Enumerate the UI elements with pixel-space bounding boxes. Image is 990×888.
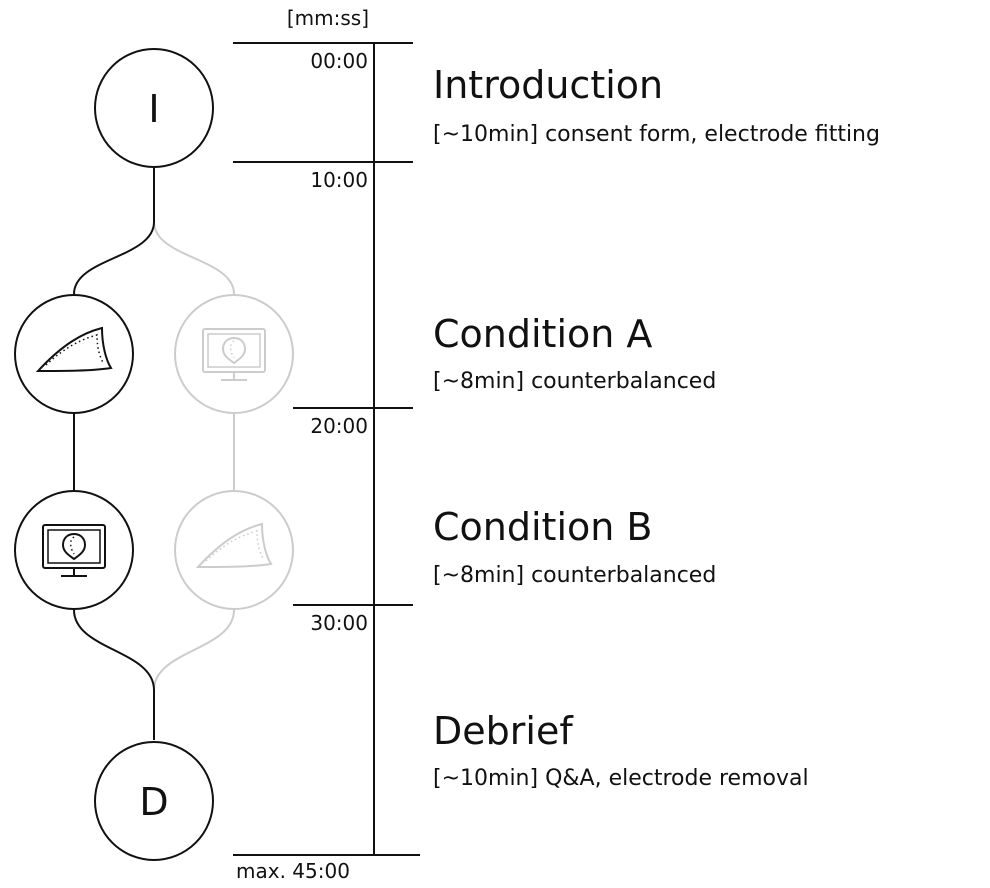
alternate-path-connector [153, 221, 235, 691]
phase-title-condition-b: Condition B [433, 505, 653, 549]
introduction-node: I [94, 48, 214, 168]
timeline-tick-label: 00:00 [310, 49, 368, 73]
timeline-unit-label: [mm:ss] [286, 6, 369, 30]
condition-b-node [14, 490, 134, 610]
phase-title-introduction: Introduction [433, 63, 664, 107]
debrief-node-letter: D [139, 780, 168, 824]
phase-description-condition-b: [~8min] counterbalanced [433, 563, 717, 588]
timeline-max-label: max. 45:00 [236, 859, 350, 883]
phase-title-debrief: Debrief [433, 709, 573, 753]
introduction-node-letter: I [148, 87, 159, 131]
curved-surface-icon [35, 326, 113, 373]
condition-b-alternate-node [174, 490, 294, 610]
phase-title-condition-a: Condition A [433, 312, 653, 356]
timeline-tick-label: 30:00 [310, 611, 368, 635]
monitor-icon [202, 328, 266, 381]
timeline-tick-label: 20:00 [310, 414, 368, 438]
timeline-tick-label: 10:00 [310, 168, 368, 192]
condition-a-alternate-node [174, 294, 294, 414]
phase-description-condition-a: [~8min] counterbalanced [433, 369, 717, 394]
debrief-node: D [94, 741, 214, 861]
active-path-connector [73, 168, 155, 740]
phase-description-debrief: [~10min] Q&A, electrode removal [433, 766, 809, 791]
curved-surface-icon [195, 522, 273, 569]
monitor-icon [42, 524, 106, 577]
phase-description-introduction: [~10min] consent form, electrode fitting [433, 122, 880, 147]
condition-a-node [14, 294, 134, 414]
